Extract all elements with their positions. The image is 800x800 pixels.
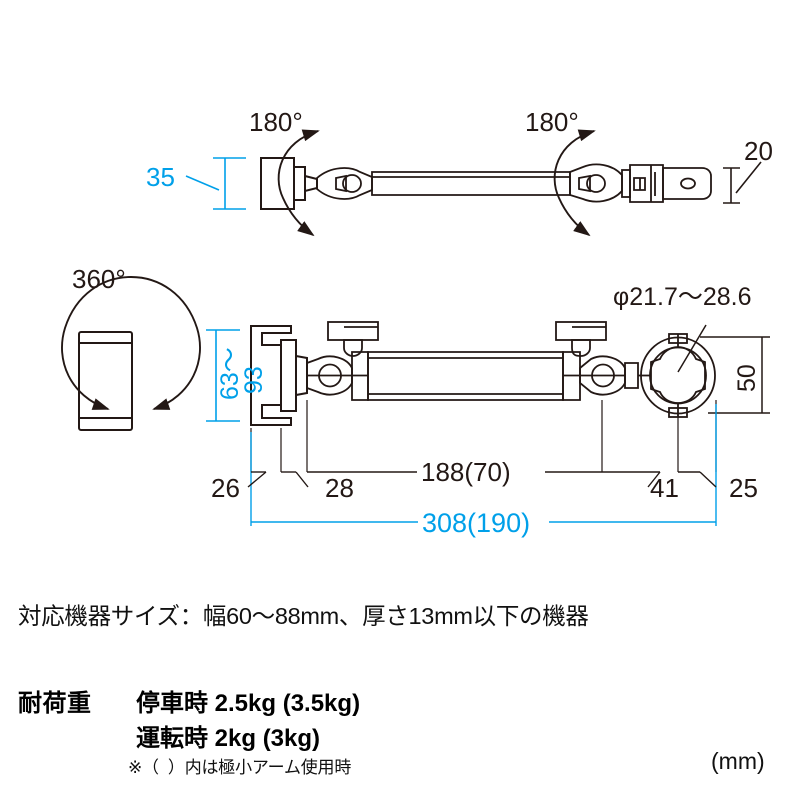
arm-tube-top <box>371 171 571 196</box>
top-view-group <box>185 129 762 237</box>
leader-pole-diameter <box>677 324 707 373</box>
label-pole-diameter: φ21.7〜28.6 <box>613 283 752 311</box>
dim-20-black <box>723 161 762 204</box>
extension-lines-blue <box>250 404 717 526</box>
label-dim-50: 50 <box>733 364 761 392</box>
joint-right-top <box>569 163 623 203</box>
label-dim-188-70: 188(70) <box>421 457 511 487</box>
label-dim-28: 28 <box>325 473 354 503</box>
thumbscrew-right <box>555 321 607 357</box>
label-dim-20: 20 <box>744 136 773 166</box>
rotation-view-group <box>61 276 201 431</box>
joint-right-main <box>562 351 639 401</box>
pole-clamp-ring <box>638 333 716 418</box>
rotation-arc-left-180 <box>277 129 320 237</box>
dim-35-blue <box>185 157 246 210</box>
label-tilt-right-180: 180° <box>525 107 579 137</box>
dim-63-93-blue <box>206 329 240 422</box>
main-view-group <box>206 321 770 526</box>
label-dim-41: 41 <box>650 473 679 503</box>
label-rotation-360: 360° <box>72 264 126 294</box>
thumbscrew-left <box>327 321 379 357</box>
holder-plate-main <box>250 325 308 426</box>
joint-left-top <box>316 167 373 200</box>
label-dim-35: 35 <box>146 162 175 192</box>
dim-50-black <box>700 336 770 414</box>
rotation-arc-360 <box>61 276 201 410</box>
label-dim-93: 93 <box>240 366 268 394</box>
label-dim-25: 25 <box>729 473 758 503</box>
device-block-rotation <box>78 331 133 431</box>
label-dim-63-range: 63〜 <box>216 347 244 400</box>
arm-tube-main <box>367 351 564 401</box>
label-dim-26: 26 <box>211 473 240 503</box>
label-overall-308-190: 308(190) <box>422 508 530 538</box>
clamp-block-top <box>621 164 712 203</box>
dim-leaders-small <box>247 471 717 488</box>
phone-cradle-top <box>260 157 318 210</box>
rotation-arc-right-180 <box>553 129 596 237</box>
label-tilt-left-180: 180° <box>249 107 303 137</box>
joint-left-main <box>306 351 369 401</box>
